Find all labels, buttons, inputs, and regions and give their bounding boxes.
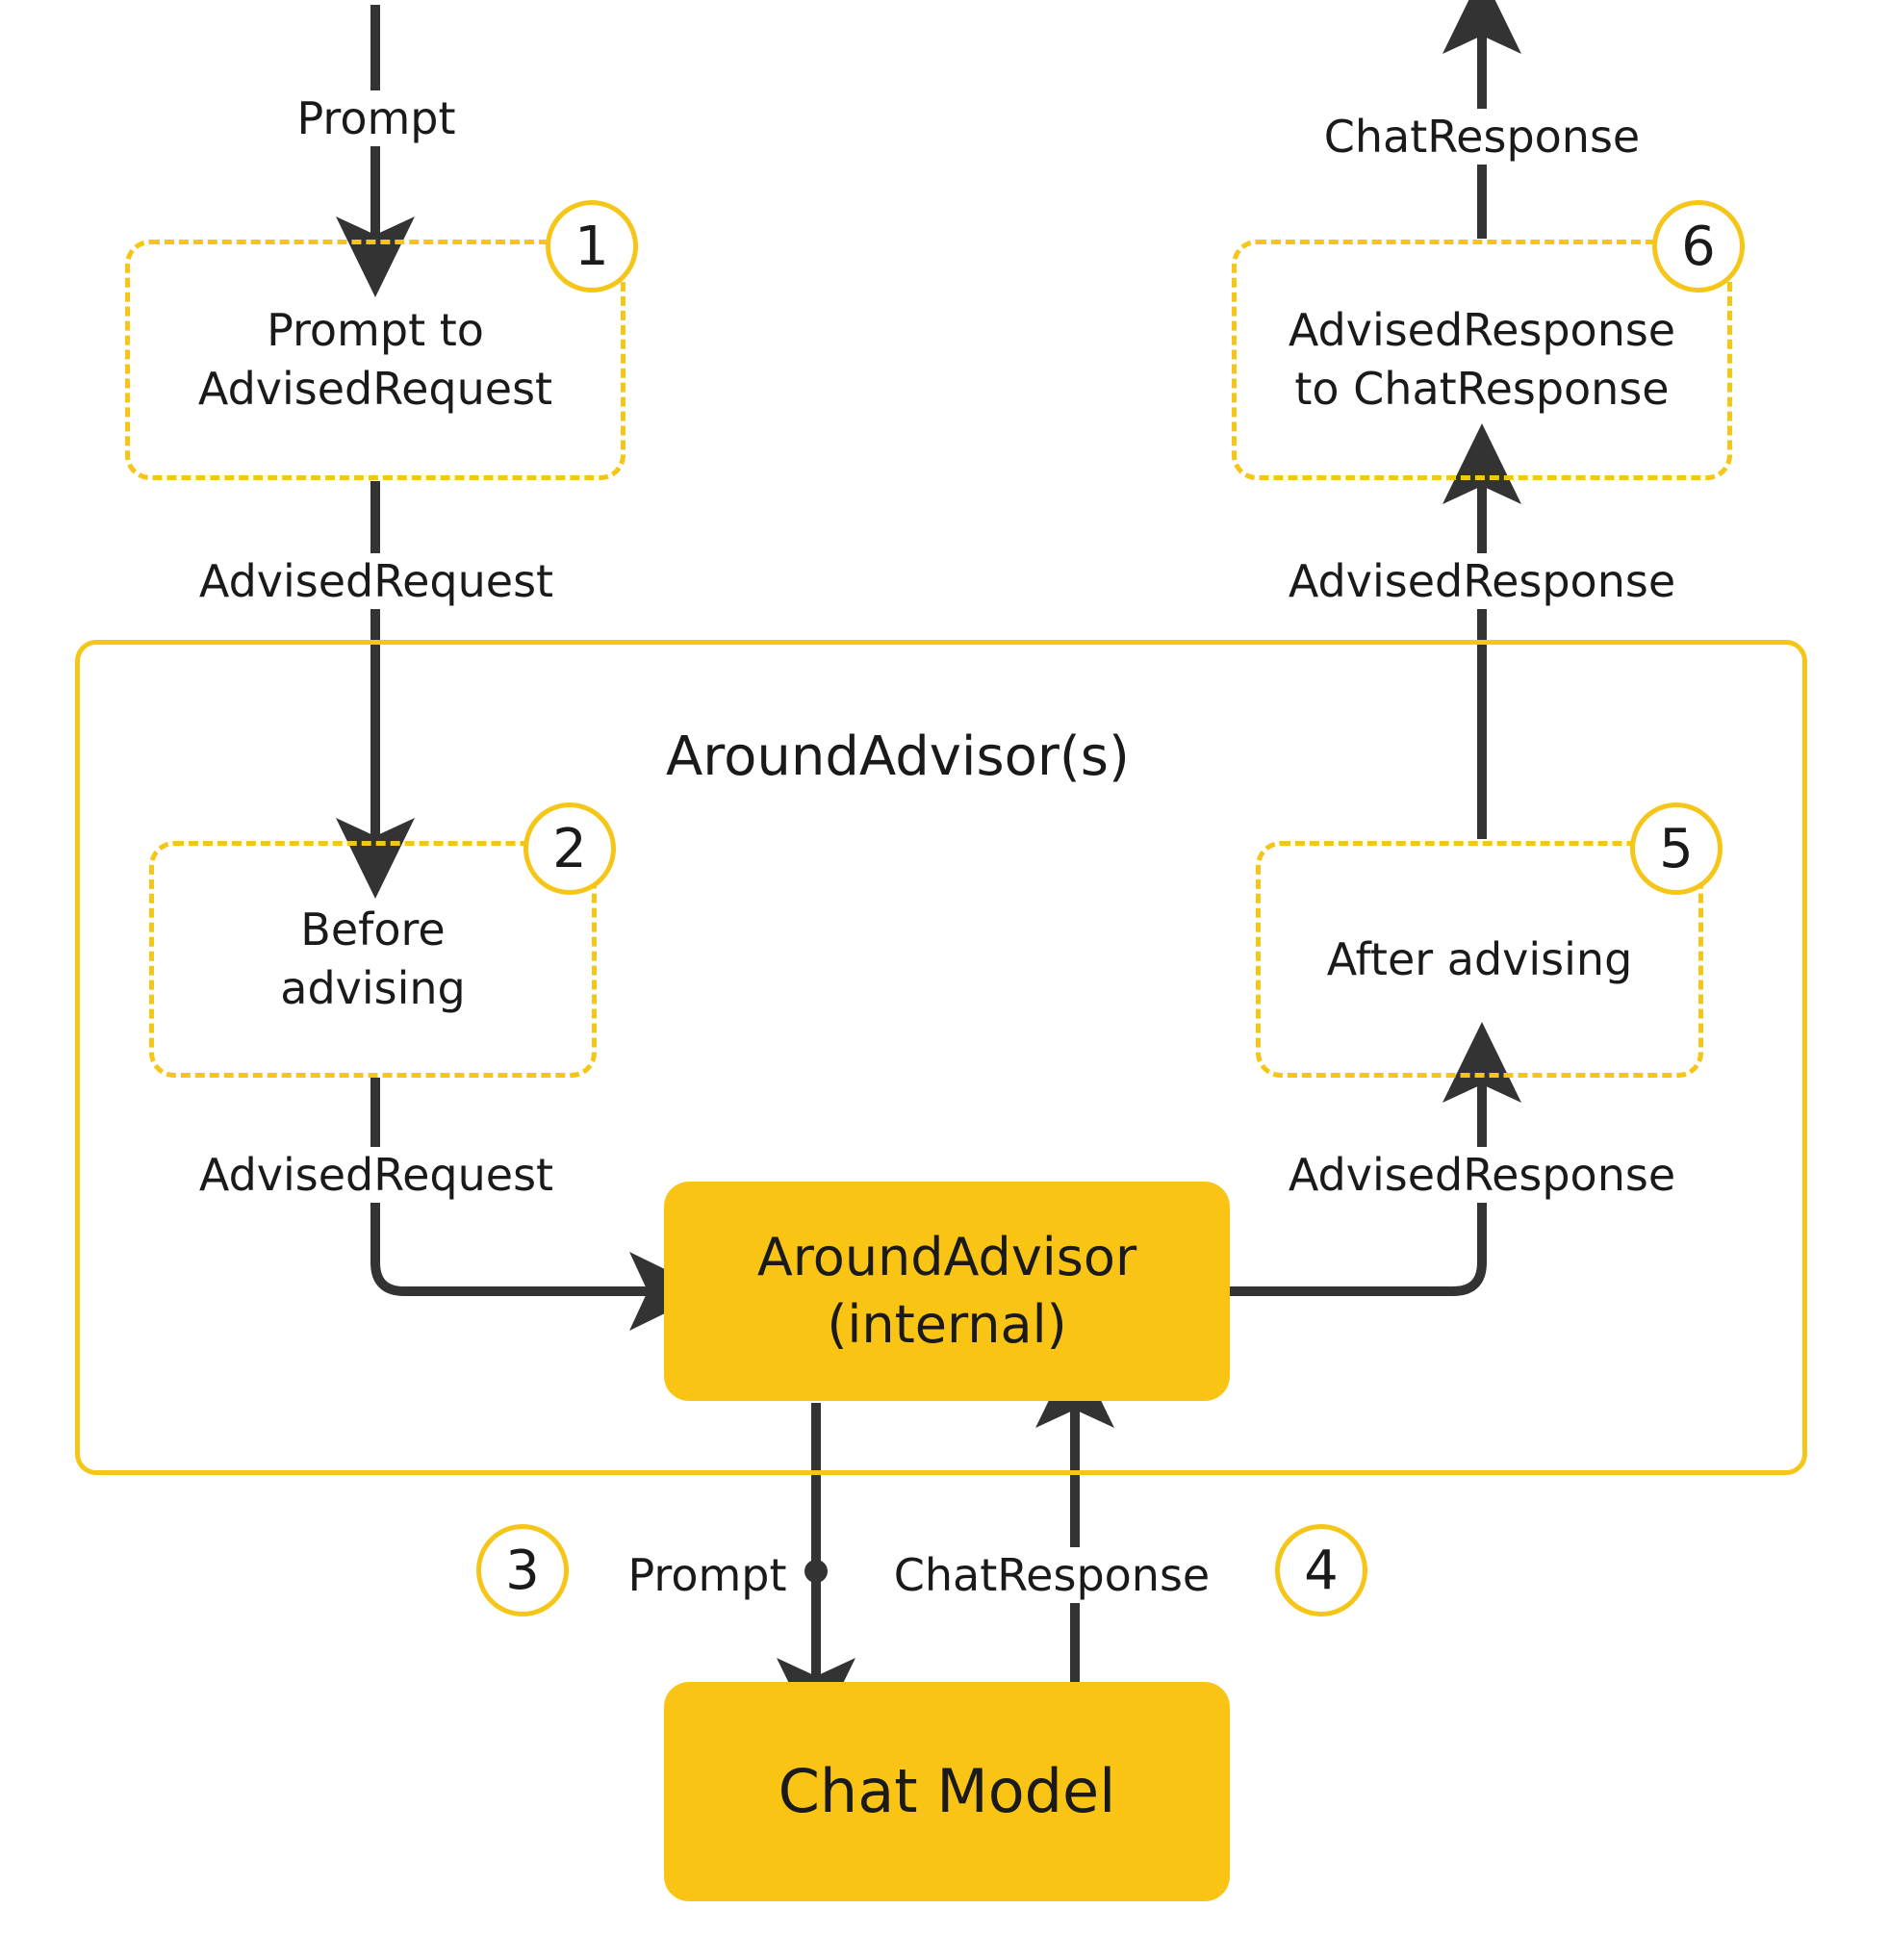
step-badge-1-number: 1 [574,215,609,278]
step-badge-4-number: 4 [1304,1539,1339,1602]
step-badge-1: 1 [546,200,638,293]
step-badge-3: 3 [476,1524,569,1616]
step-badge-3-number: 3 [505,1539,540,1602]
edge-label-chat-response-from-model: ChatResponse [883,1547,1220,1603]
edge-label-prompt-in: Prompt [287,90,466,146]
step-badge-2-number: 2 [552,817,587,880]
step-badge-6: 6 [1652,200,1745,293]
step-badge-6-number: 6 [1681,215,1716,278]
step-box-6-label: AdvisedResponse to ChatResponse [1288,304,1676,415]
chat-model-node: Chat Model [664,1682,1230,1901]
edge-label-prompt-to-model: Prompt [618,1547,797,1603]
around-advisors-group-title: AroundAdvisor(s) [666,725,1130,788]
step-badge-5: 5 [1630,802,1723,895]
step-box-5-label: After advising [1326,932,1633,985]
around-advisors-group [75,640,1807,1475]
step-box-2: Before advising [149,841,597,1078]
step-box-1: Prompt to AdvisedRequest [125,240,625,480]
edge-label-chat-response-out: ChatResponse [1314,109,1650,165]
edge-label-advised-request-2: AdvisedRequest [189,1147,564,1203]
edge-label-advised-response-1: AdvisedResponse [1278,1147,1686,1203]
edge-junction-dot [804,1560,828,1583]
step-box-6: AdvisedResponse to ChatResponse [1232,240,1732,480]
edge-label-advised-request-1: AdvisedRequest [189,553,564,609]
step-badge-5-number: 5 [1659,817,1694,880]
step-box-5: After advising [1256,841,1703,1078]
around-advisor-internal-node: AroundAdvisor (internal) [664,1182,1230,1401]
around-advisor-internal-label: AroundAdvisor (internal) [756,1226,1137,1355]
edge-label-advised-response-2: AdvisedResponse [1278,553,1686,609]
step-box-2-label: Before advising [280,904,466,1014]
step-badge-2: 2 [523,802,616,895]
chat-model-label: Chat Model [778,1755,1116,1826]
step-box-1-label: Prompt to AdvisedRequest [197,304,553,415]
step-badge-4: 4 [1275,1524,1367,1616]
